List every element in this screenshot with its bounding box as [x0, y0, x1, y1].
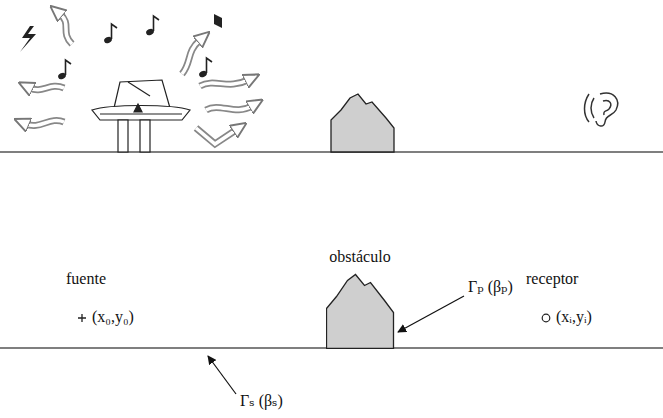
illustration-path [182, 40, 200, 74]
source-marker [78, 314, 86, 322]
illustration-path [26, 120, 64, 125]
illustration-path [128, 82, 150, 96]
illustration-path [196, 128, 236, 144]
leader-arrow [398, 296, 464, 332]
illustration-path [200, 80, 248, 86]
illustration-use [145, 16, 159, 36]
illustration-path [26, 120, 64, 125]
illustration-path [60, 14, 72, 44]
illustration-path [200, 80, 248, 86]
illustration-path [206, 106, 252, 110]
illustration-use [57, 60, 71, 80]
obstacle-label: obstáculo [329, 248, 390, 266]
speaker-symbol [214, 14, 222, 28]
obstacle-outline [326, 272, 395, 349]
illustration-path [100, 113, 182, 114]
illustration-path [196, 128, 236, 144]
sound-source-figure [92, 80, 190, 152]
illustration-path [591, 98, 594, 118]
illustration-path [182, 40, 200, 74]
boundary-label: Γₚ (βₚ) [468, 278, 513, 296]
illustration-path [92, 106, 190, 121]
illustration-rect [118, 120, 128, 152]
illustration-use [103, 24, 117, 44]
illustration-g [26, 14, 252, 144]
illustration-rect [140, 120, 150, 152]
illustration-path [60, 14, 72, 44]
illustration-path [30, 86, 64, 89]
boundary-label: Γₛ (βₛ) [240, 392, 283, 410]
illustration-path [134, 104, 142, 112]
illustration-path [603, 101, 611, 115]
receiver-marker [542, 314, 550, 322]
illustration-path [596, 93, 618, 126]
illustration-use [198, 58, 212, 78]
illustration-path [30, 86, 64, 89]
music-notes [57, 16, 212, 80]
sound-arrows [26, 14, 252, 144]
illustration-g [26, 14, 252, 144]
obstacle-shape [331, 94, 394, 152]
illustration-path [206, 106, 252, 110]
leader-arrow [208, 356, 236, 394]
coordinate-label: (xᵢ,yᵢ) [556, 308, 592, 326]
obstacle-node: obstáculo [326, 272, 394, 348]
source-label: fuente [66, 270, 106, 288]
lightning-symbol [20, 26, 36, 52]
ear-symbol [585, 93, 618, 126]
coordinate-label: (x₀,y₀) [92, 308, 134, 326]
illustration-path [585, 94, 590, 122]
obstacle-shape [327, 275, 394, 349]
receiver-label: receptor [526, 270, 578, 288]
illustration-path [114, 80, 170, 108]
